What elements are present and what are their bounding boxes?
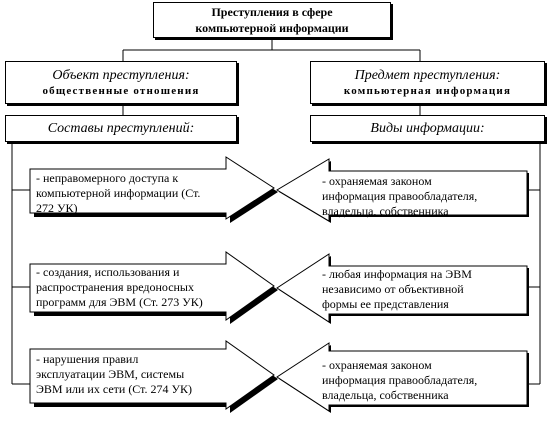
text-line: компьютерной информации (Ст. [36, 186, 201, 200]
right-header-title: Предмет преступления: [354, 67, 501, 83]
right-arrow-3 [276, 342, 529, 413]
left-header-subtitle: общественные отношения [42, 84, 200, 97]
right-column-title: Виды информации: [370, 121, 485, 136]
left-column-box: Составы преступлений: [5, 115, 237, 142]
text-line: - охраняемая законом [322, 358, 432, 372]
text-line: независимо от объективной [322, 282, 464, 296]
left-arrow-1-text: - неправомерного доступа к компьютерной … [36, 171, 236, 216]
left-arrow-3 [29, 340, 278, 413]
text-line: - нарушения правил [36, 352, 139, 366]
text-line: ЭВМ или их сети (Ст. 274 УК) [36, 382, 192, 396]
right-arrow-2 [276, 253, 529, 324]
right-arrow-1-text: - охраняемая законом информация правообл… [322, 174, 527, 219]
text-line: - создания, использования и [36, 265, 180, 279]
left-arrow-2 [29, 251, 278, 324]
text-line: эксплуатации ЭВМ, системы [36, 367, 185, 381]
text-line: - неправомерного доступа к [36, 171, 179, 185]
left-header-box: Объект преступления: общественные отноше… [5, 61, 237, 104]
text-line: формы ее представления [322, 297, 449, 311]
top-line-1: Преступления в сфере [211, 5, 333, 19]
top-line-2: компьютерной информации [195, 21, 349, 35]
text-line: - охраняемая законом [322, 174, 432, 188]
text-line: - любая информация на ЭВМ [322, 267, 472, 281]
right-column-box: Виды информации: [310, 115, 545, 142]
left-column-title: Составы преступлений: [47, 121, 195, 136]
text-line: информация правообладателя, [322, 373, 478, 387]
right-arrow-3-text: - охраняемая законом информация правообл… [322, 358, 527, 403]
right-arrow-1 [276, 158, 529, 223]
text-line: распространения вредоносных [36, 280, 194, 294]
left-arrow-2-text: - создания, использования и распростране… [36, 265, 236, 310]
top-box: Преступления в сфере компьютерной информ… [153, 2, 391, 38]
right-header-box: Предмет преступления: компьютерная инфор… [310, 61, 545, 104]
text-line: информация правообладателя, [322, 189, 478, 203]
left-header-title: Объект преступления: [52, 67, 190, 83]
connector-lines [11, 38, 541, 385]
text-line: владельца, собственника [322, 388, 449, 402]
text-line: владельца, собственника [322, 204, 449, 218]
left-arrow-3-text: - нарушения правил эксплуатации ЭВМ, сис… [36, 352, 236, 397]
text-line: программ для ЭВМ (Ст. 273 УК) [36, 295, 203, 309]
left-arrow-1 [29, 156, 278, 223]
text-line: 272 УК) [36, 201, 78, 215]
right-header-subtitle: компьютерная информация [343, 84, 512, 97]
right-arrow-2-text: - любая информация на ЭВМ независимо от … [322, 267, 527, 312]
